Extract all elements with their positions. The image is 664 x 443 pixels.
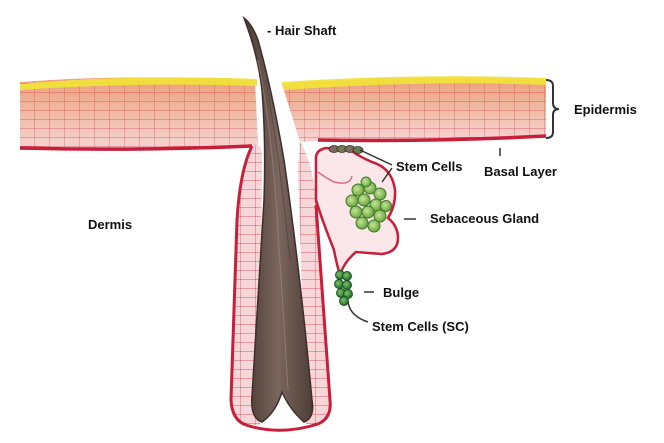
label-stem-cells-sc: Stem Cells (SC) [372, 319, 469, 334]
basal-layer-right-line [317, 134, 547, 143]
label-basal-layer: Basal Layer [484, 164, 557, 179]
stratum-corneum-left [20, 77, 257, 90]
label-sebaceous-gland: Sebaceous Gland [430, 211, 540, 226]
label-stem-cells: Stem Cells [396, 159, 463, 174]
leader-lines [347, 148, 501, 323]
bulge-stem-cells [334, 270, 353, 306]
label-bulge: Bulge [383, 285, 420, 300]
leader-bulge-sc [347, 301, 369, 323]
label-epidermis: Epidermis [574, 102, 637, 117]
basal-stem-cells [328, 145, 364, 154]
sebaceous-cells-cluster [345, 176, 392, 233]
label-hair-shaft: - Hair Shaft [267, 23, 337, 38]
epidermis-right [282, 77, 546, 142]
basal-layer-left-line [19, 144, 253, 151]
stratum-corneum-right [282, 76, 546, 90]
epidermis-bracket [545, 79, 560, 139]
hair-shaft [242, 15, 314, 423]
leader-basal-stem-cells [359, 149, 393, 166]
leader-sebaceous-stem-cells [381, 167, 393, 183]
epidermis-left [20, 77, 258, 150]
label-dermis: Dermis [88, 217, 133, 232]
